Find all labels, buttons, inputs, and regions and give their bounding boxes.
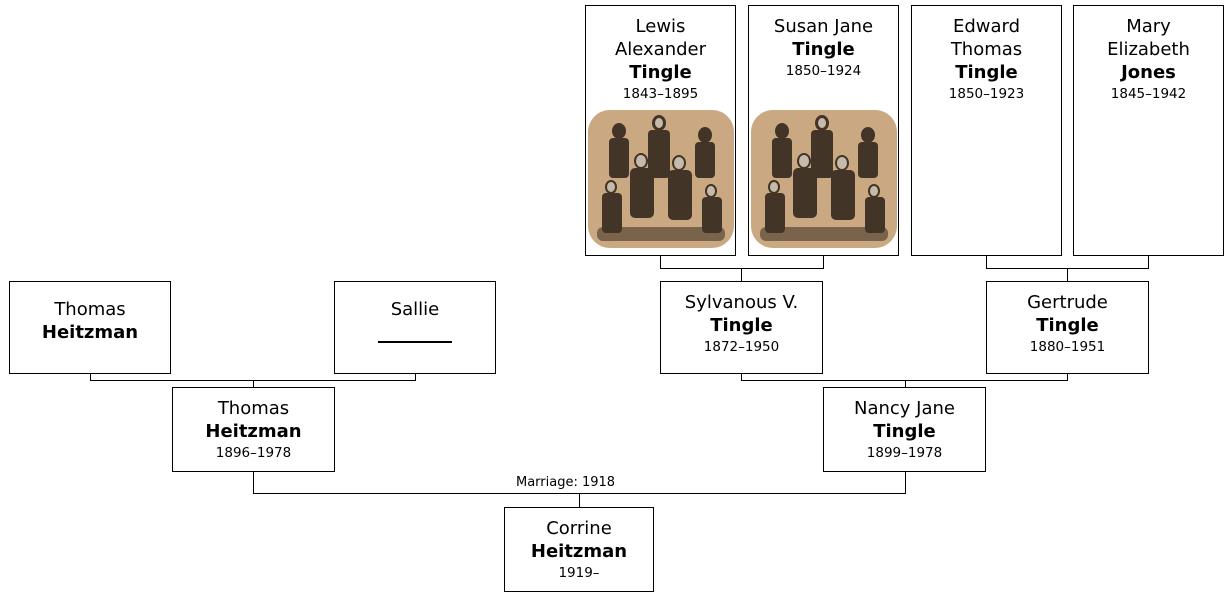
surname: Tingle <box>792 39 855 60</box>
surname: Tingle <box>1036 315 1099 336</box>
family-photo <box>587 110 734 248</box>
surname: Tingle <box>955 62 1018 83</box>
connector-thomas-nancy <box>253 472 906 507</box>
person-edward-thomas-tingle[interactable]: Edward Thomas Tingle 1850–1923 <box>911 5 1062 256</box>
surname: Tingle <box>710 315 773 336</box>
life-dates: 1896–1978 <box>215 445 292 461</box>
life-dates: 1880–1951 <box>1029 339 1106 355</box>
given-name: Sylvanous V. <box>684 292 799 313</box>
given-name: Edward Thomas <box>950 16 1023 60</box>
person-susan-jane-tingle[interactable]: Susan Jane Tingle 1850–1924 <box>748 5 899 256</box>
person-sylvanous-v-tingle[interactable]: Sylvanous V. Tingle 1872–1950 <box>660 281 823 374</box>
connector-thomas-sallie <box>90 374 416 387</box>
marriage-label: Marriage: 1918 <box>514 475 618 490</box>
given-name: Corrine <box>546 518 612 539</box>
person-gertrude-tingle[interactable]: Gertrude Tingle 1880–1951 <box>986 281 1149 374</box>
life-dates: 1845–1942 <box>1110 86 1187 102</box>
surname: Jones <box>1121 62 1176 83</box>
connector-edward-mary <box>986 256 1149 281</box>
life-dates: 1919– <box>558 565 600 581</box>
surname: Heitzman <box>530 541 628 562</box>
life-dates: 1899–1978 <box>866 445 943 461</box>
given-name: Thomas <box>217 398 290 419</box>
surname: Tingle <box>873 421 936 442</box>
life-dates: 1843–1895 <box>622 86 699 102</box>
given-name: Thomas <box>54 299 126 320</box>
given-name: Lewis Alexander <box>614 16 707 60</box>
connector-lewis-susan <box>660 256 824 281</box>
person-nancy-jane-tingle[interactable]: Nancy Jane Tingle 1899–1978 <box>823 387 986 472</box>
connector-sylvanous-gertrude <box>741 374 1068 387</box>
family-photo <box>750 110 897 248</box>
person-lewis-alexander-tingle[interactable]: Lewis Alexander Tingle 1843–1895 <box>585 5 736 256</box>
life-dates: 1872–1950 <box>703 339 780 355</box>
given-name: Nancy Jane <box>854 398 955 419</box>
surname: Tingle <box>629 62 692 83</box>
surname: Heitzman <box>41 322 139 343</box>
person-thomas-heitzman[interactable]: Thomas Heitzman 1896–1978 <box>172 387 335 472</box>
given-name: Gertrude <box>1027 292 1108 313</box>
given-name: Susan Jane <box>773 16 874 37</box>
unknown-surname-blank <box>378 341 452 343</box>
person-thomas-heitzman-sr[interactable]: Thomas Heitzman <box>9 281 171 374</box>
life-dates: 1850–1923 <box>948 86 1025 102</box>
given-name: Sallie <box>390 299 440 320</box>
person-corrine-heitzman[interactable]: Corrine Heitzman 1919– <box>504 507 654 592</box>
person-sallie[interactable]: Sallie <box>334 281 496 374</box>
surname: Heitzman <box>205 421 302 442</box>
life-dates: 1850–1924 <box>785 63 862 79</box>
person-mary-elizabeth-jones[interactable]: Mary Elizabeth Jones 1845–1942 <box>1073 5 1224 256</box>
given-name: Mary Elizabeth <box>1107 16 1190 60</box>
